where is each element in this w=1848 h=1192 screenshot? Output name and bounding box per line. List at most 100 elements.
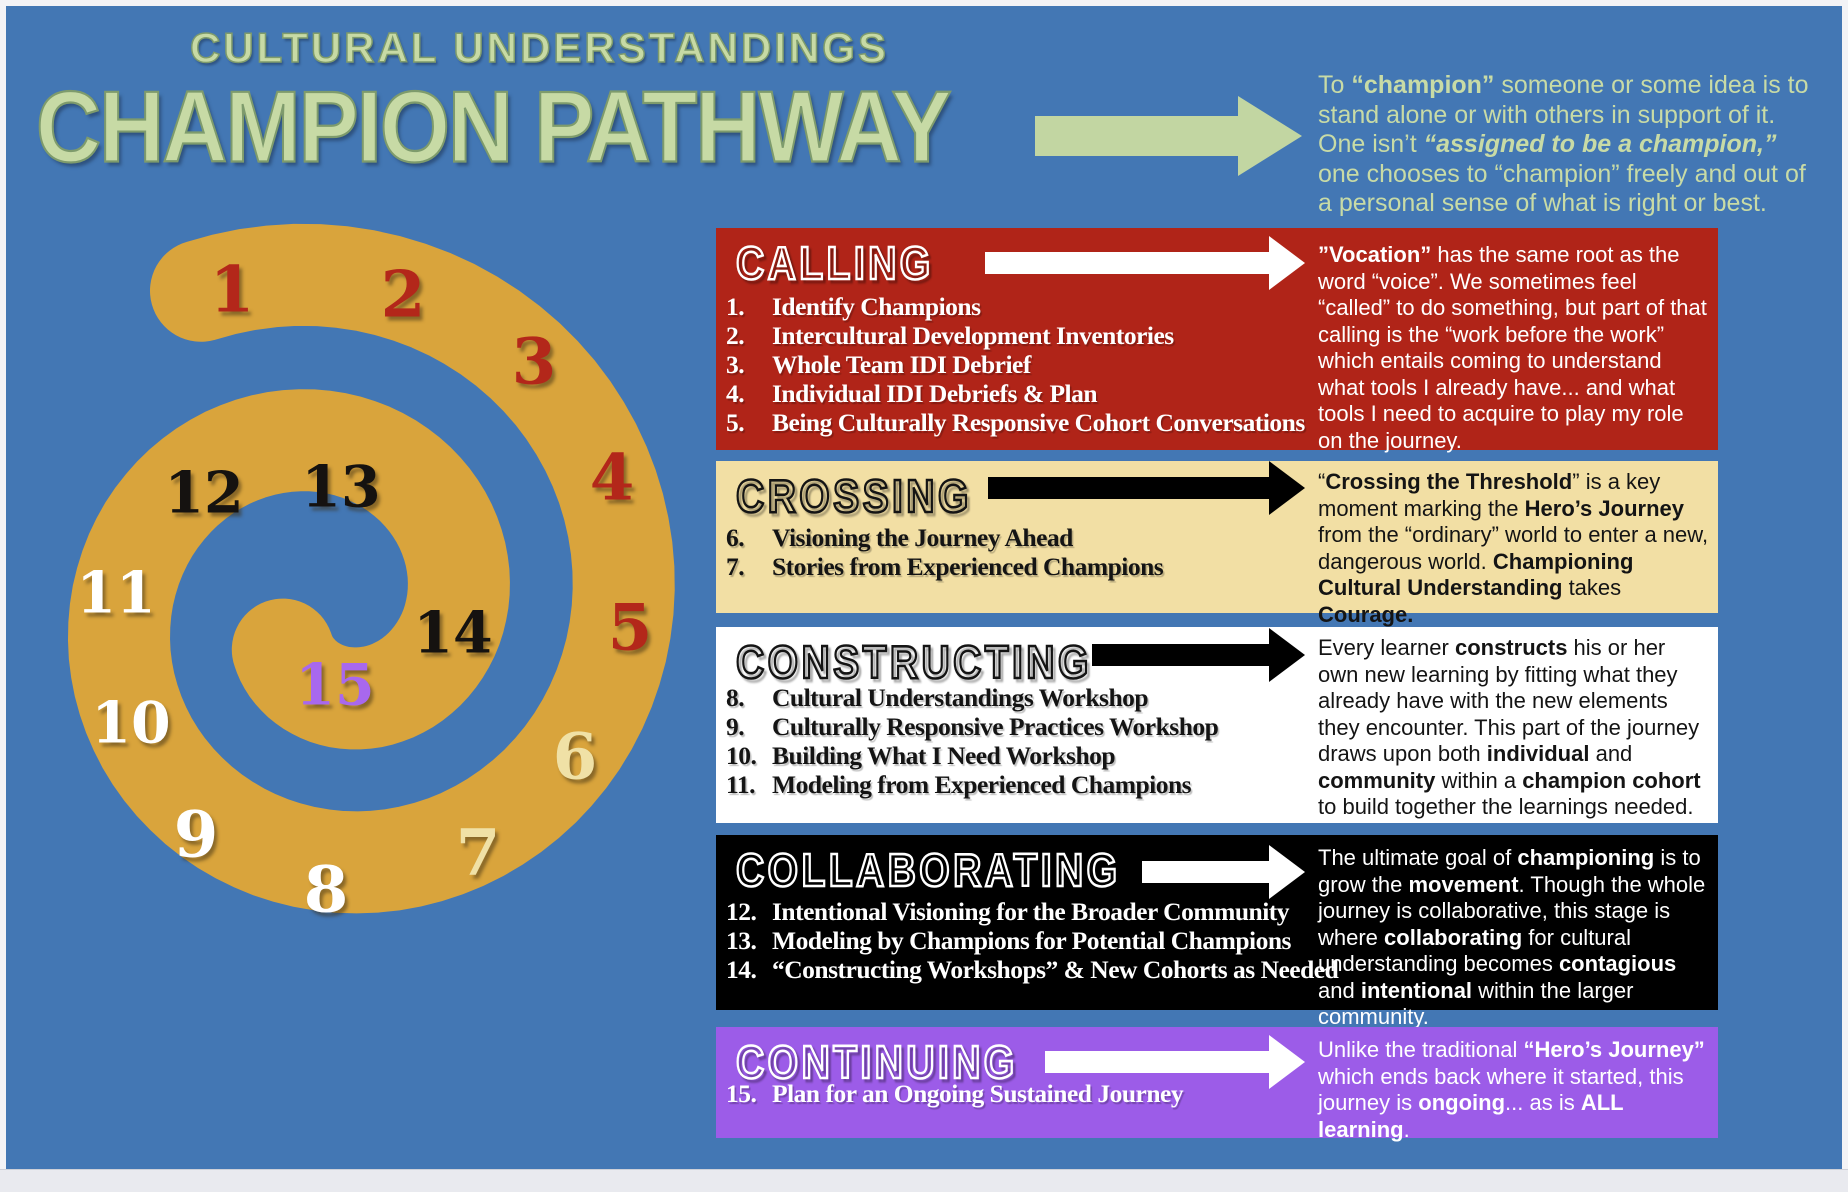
arrow-bar	[1092, 644, 1269, 666]
item-text: Stories from Experienced Champions	[772, 552, 1164, 581]
stage-item: 11.Modeling from Experienced Champions	[726, 770, 1218, 799]
text-segment: and	[1589, 741, 1633, 766]
stage-description: The ultimate goal of championing is to g…	[1318, 845, 1710, 1031]
item-text: Visioning the Journey Ahead	[772, 523, 1073, 552]
stage-item: 13.Modeling by Champions for Potential C…	[726, 926, 1338, 955]
text-segment: individual	[1486, 741, 1590, 766]
arrow-head	[1269, 461, 1305, 515]
stage-title: COLLABORATING	[735, 843, 1121, 898]
item-number: 6.	[726, 523, 745, 552]
stage-item-list: 12. Intentional Visioning for the Broader…	[726, 897, 1339, 984]
stage-continuing: CONTINUING 15.Plan for an Ongoing Sustai…	[716, 1027, 1718, 1142]
spiral-step-14: 14	[413, 599, 493, 667]
intro-paragraph: To “champion” someone or some idea is to…	[1318, 71, 1823, 219]
item-number: 14.	[726, 955, 757, 984]
item-text: Identify Champions	[772, 292, 981, 321]
arrow-head	[1269, 236, 1305, 290]
text-segment: community	[1318, 767, 1436, 793]
item-text: Being Culturally Responsive Cohort Conve…	[772, 408, 1305, 437]
stage-item: 5.Being Culturally Responsive Cohort Con…	[726, 408, 1305, 437]
item-number: 12.	[726, 897, 757, 926]
item-text: Modeling from Experienced Champions	[772, 770, 1192, 799]
text-segment: is to grow the	[1318, 845, 1701, 897]
text-segment: from the “ordinary” world to enter a new…	[1318, 522, 1709, 574]
stage-item: 2. Intercultural Development Inventories	[726, 321, 1305, 350]
text-segment: for cultural understanding becomes	[1318, 924, 1631, 977]
arrow-head	[1269, 845, 1305, 899]
arrow-bar	[1045, 1051, 1269, 1073]
item-text: Culturally Responsive Practices Workshop	[772, 712, 1219, 741]
item-text: Intercultural Development Inventories	[772, 321, 1174, 350]
text-segment: To	[1318, 71, 1352, 99]
spiral-step-15: 15	[295, 651, 375, 719]
stage-constructing: CONSTRUCTING 8. Cultural Understandings W…	[716, 627, 1718, 823]
arrow-bar	[985, 252, 1269, 274]
item-number: 2.	[726, 321, 745, 350]
item-number: 15.	[726, 1079, 757, 1108]
stage-arrow-icon	[1045, 1035, 1305, 1089]
stage-item: 10.Building What I Need Workshop	[726, 741, 1218, 770]
item-number: 8.	[726, 683, 745, 712]
item-text: Whole Team IDI Debrief	[772, 350, 1031, 379]
text-segment: Unlike the traditional	[1318, 1037, 1524, 1062]
text-segment: Championing Cultural Understanding	[1318, 548, 1634, 601]
stage-item-list: 8. Cultural Understandings Workshop 9. Cult…	[726, 683, 1219, 799]
text-segment: ongoing	[1418, 1090, 1506, 1115]
kicker-title: CULTURAL UNDERSTANDINGS	[189, 23, 889, 72]
stage-item: 9. Culturally Responsive Practices Worksh…	[726, 712, 1219, 741]
stage-title: CALLING	[735, 236, 934, 291]
stage-title: CONTINUING	[735, 1035, 1018, 1090]
text-segment: ”Vocation”	[1318, 242, 1432, 267]
stage-item: 4.Individual IDI Debriefs & Plan	[726, 379, 1305, 408]
spiral-step-2: 2	[380, 257, 426, 333]
item-text: Cultural Understandings Workshop	[772, 683, 1149, 712]
text-segment: has the same root as the word “voice”. W…	[1318, 242, 1707, 453]
stage-collaborating: COLLABORATING 12. Intentional Visioning f…	[716, 835, 1718, 1029]
spiral-step-5: 5	[607, 590, 653, 666]
item-number: 10.	[726, 741, 757, 770]
stage-item: 14.“Constructing Workshops” & New Cohort…	[726, 955, 1339, 984]
stage-calling: CALLING 1. Identify Champions 2. Intercultu…	[716, 228, 1718, 453]
text-segment: The ultimate goal of	[1318, 845, 1518, 870]
text-segment: Hero’s Journey	[1524, 495, 1684, 521]
item-number: 1.	[726, 292, 745, 321]
arrow-bar	[1142, 861, 1269, 883]
text-segment: his or her own new learning by fitting w…	[1318, 635, 1700, 766]
text-segment: within the larger community.	[1318, 977, 1634, 1030]
stage-description: ”Vocation” has the same root as the word…	[1318, 242, 1710, 454]
text-segment: someone or some idea is to stand alone o…	[1318, 71, 1809, 158]
item-text: Intentional Visioning for the Broader Co…	[772, 897, 1290, 926]
stage-item-list: 6. Visioning the Journey Ahead 7. Stories f…	[726, 523, 1164, 581]
stage-title: CONSTRUCTING	[735, 635, 1092, 690]
spiral-step-8: 8	[303, 852, 349, 928]
stage-item: 6. Visioning the Journey Ahead	[726, 523, 1163, 552]
text-segment: ALL learning	[1318, 1090, 1624, 1142]
spiral-step-4: 4	[589, 440, 635, 516]
stage-arrow-icon	[1142, 845, 1305, 899]
spiral-step-11: 11	[76, 559, 156, 627]
text-segment: one chooses to “champion” freely and out…	[1318, 159, 1806, 218]
stage-description: Every learner constructs his or her own …	[1318, 635, 1710, 821]
stage-item: 1. Identify Champions	[726, 292, 1305, 321]
spiral-step-1: 1	[209, 252, 255, 328]
text-segment: champion cohort	[1522, 767, 1701, 793]
text-segment: “Hero’s Journey”	[1523, 1037, 1705, 1062]
title-arrow-icon	[1035, 96, 1302, 176]
arrow-head	[1269, 1035, 1305, 1089]
text-segment: Crossing the Threshold	[1325, 469, 1573, 494]
arrow-head	[1269, 628, 1305, 682]
stage-item: 12. Intentional Visioning for the Broader…	[726, 897, 1338, 926]
stage-item: 8. Cultural Understandings Workshop	[726, 683, 1218, 712]
spiral-step-13: 13	[301, 453, 381, 521]
stage-crossing: CROSSING 6. Visioning the Journey Ahead 7.…	[716, 461, 1718, 627]
stage-item-list: 1. Identify Champions 2. Intercultural Deve…	[726, 292, 1305, 437]
text-segment: “	[1318, 469, 1326, 494]
stage-title: CROSSING	[735, 469, 972, 524]
text-segment: and	[1318, 977, 1361, 1003]
item-number: 9.	[726, 712, 745, 741]
item-number: 4.	[726, 379, 745, 408]
text-segment: constructs	[1454, 635, 1568, 660]
spiral-step-7: 7	[455, 815, 501, 891]
item-number: 7.	[726, 552, 745, 581]
